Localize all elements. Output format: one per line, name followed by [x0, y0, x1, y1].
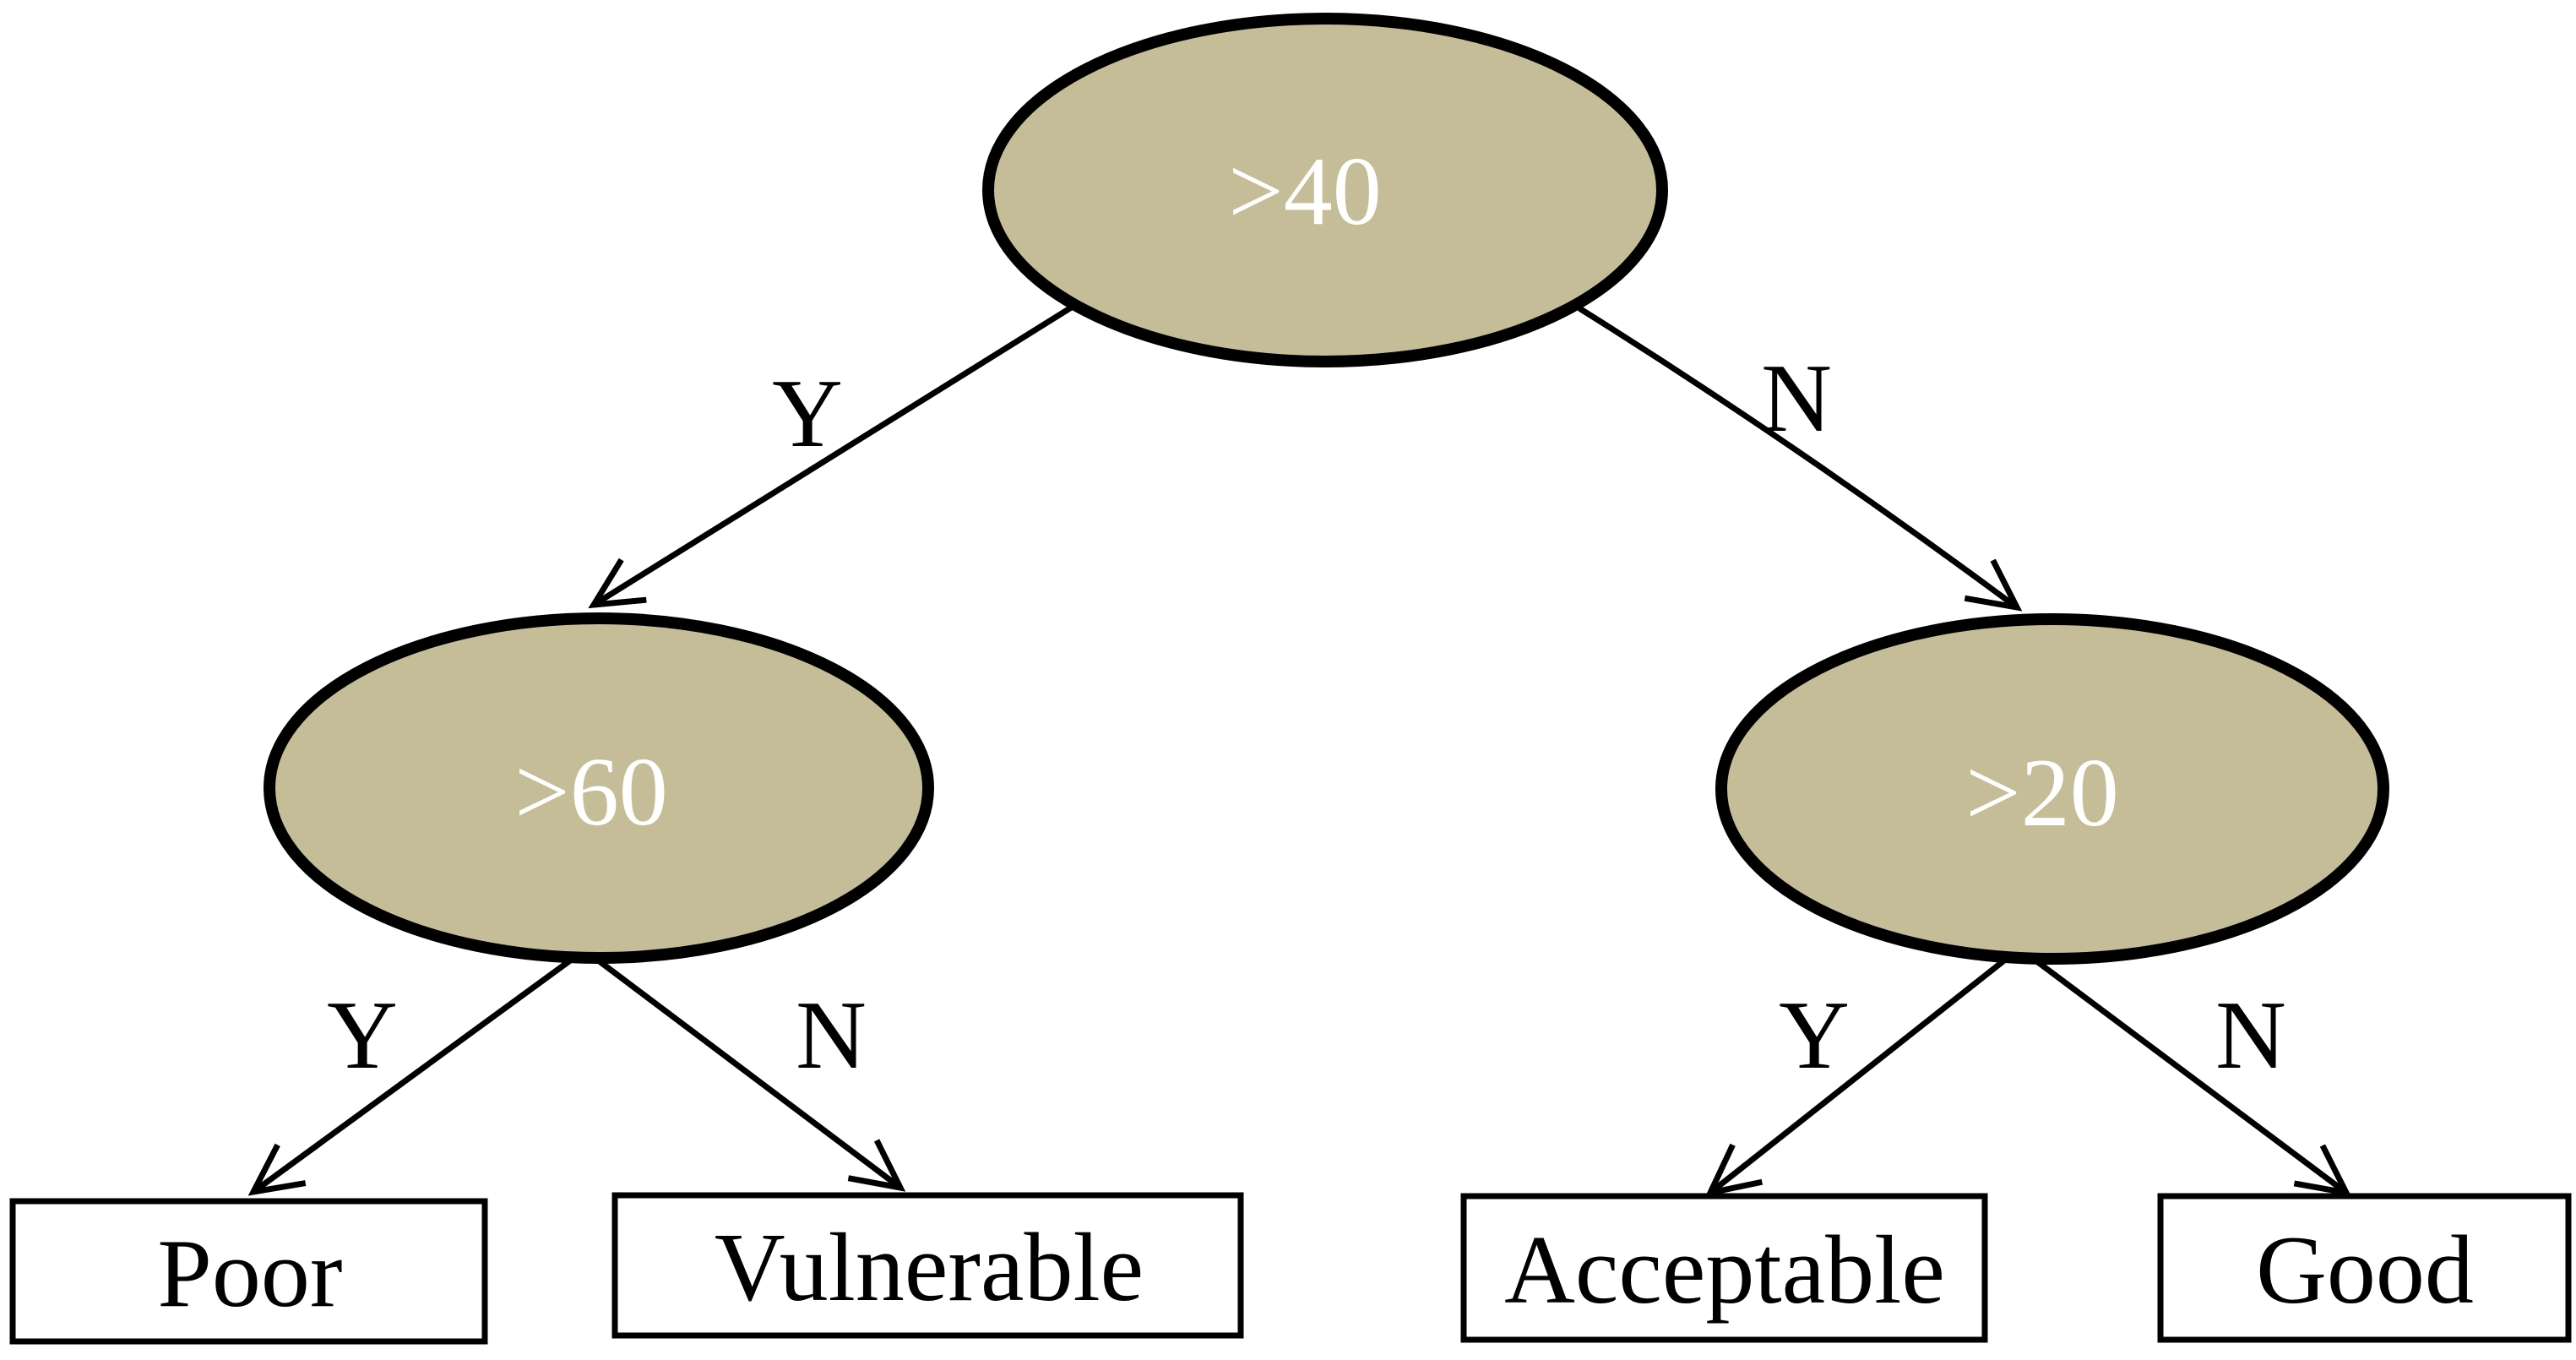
- edge-root-to-left-line: [588, 304, 1074, 609]
- decision-node-left-label: >60: [514, 738, 667, 846]
- edge-label-right-acceptable-yes: Y: [1779, 982, 1850, 1090]
- leaf-boxes-group: [9, 1192, 2572, 1345]
- labels-group: >40 >60 >20 Poor Vulnerable Acceptable G…: [157, 138, 2473, 1328]
- edge-label-left-vulnerable-no: N: [796, 982, 867, 1090]
- leaf-label-good: Good: [2256, 1216, 2474, 1325]
- edge-label-root-left-yes: Y: [772, 360, 843, 468]
- edge-label-right-good-no: N: [2215, 982, 2286, 1090]
- decision-node-right: [1715, 613, 2389, 965]
- decision-node-root-label: >40: [1228, 138, 1381, 246]
- decision-nodes-group: [264, 13, 2389, 965]
- edge-root-to-right-line: [1578, 306, 2023, 612]
- edges-group: [247, 304, 2352, 1197]
- leaf-box-good: [2157, 1193, 2572, 1343]
- leaf-label-acceptable: Acceptable: [1504, 1216, 1945, 1325]
- edge-right-to-acceptable-line: [1704, 945, 2023, 1197]
- decision-node-root: [982, 13, 1668, 367]
- decision-node-left: [264, 612, 934, 964]
- edge-label-root-right-no: N: [1761, 345, 1832, 453]
- edge-label-left-poor-yes: Y: [327, 982, 398, 1090]
- leaf-label-vulnerable: Vulnerable: [715, 1214, 1144, 1322]
- edge-left-to-vulnerable-line: [581, 947, 906, 1192]
- leaf-box-vulnerable: [611, 1192, 1244, 1339]
- leaf-label-poor: Poor: [157, 1220, 342, 1328]
- leaf-box-poor: [9, 1198, 488, 1345]
- edge-left-to-poor-line: [247, 947, 588, 1196]
- leaf-box-acceptable: [1460, 1193, 1988, 1343]
- decision-node-right-label: >20: [1965, 739, 2118, 847]
- edge-right-to-good-line: [2016, 945, 2352, 1197]
